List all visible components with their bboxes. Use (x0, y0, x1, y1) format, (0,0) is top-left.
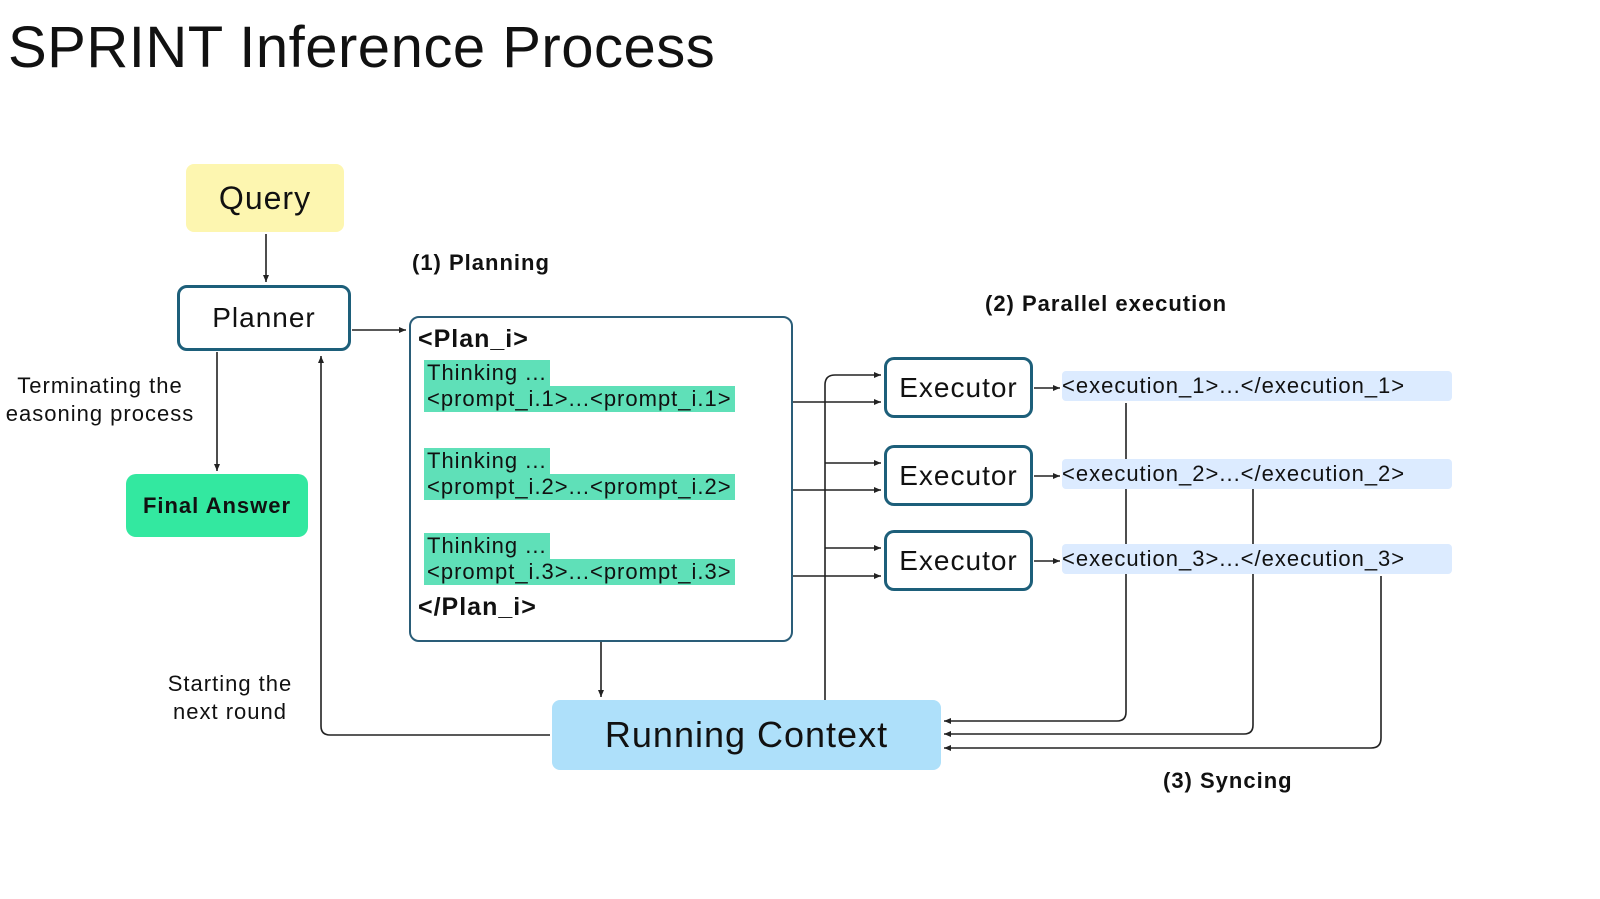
terminating-note: Terminating the easoning process (0, 372, 200, 428)
plan-close-tag: </Plan_i> (418, 593, 537, 621)
starting-note-line-2: next round (173, 699, 287, 724)
query-node: Query (186, 164, 344, 232)
arrow-sync-3 (944, 576, 1382, 751)
terminating-note-line-2: easoning process (5, 401, 195, 426)
running-context-node: Running Context (552, 700, 941, 770)
plan-item: Thinking ... <prompt_i.1>...<prompt_i.1> (424, 360, 735, 412)
final-answer-node: Final Answer (126, 474, 308, 537)
plan-open-tag: <Plan_i> (418, 325, 529, 353)
stage-label-parallel: (2) Parallel execution (985, 291, 1228, 316)
arrow-context-to-planner (318, 356, 550, 736)
plan-item-prompt: <prompt_i.1>...<prompt_i.1> (424, 386, 735, 412)
plan-item: Thinking ... <prompt_i.2>...<prompt_i.2> (424, 448, 735, 500)
arrow-sync-2 (944, 489, 1254, 737)
plan-item-thinking: Thinking ... (424, 360, 550, 386)
stage-label-planning: (1) Planning (412, 250, 550, 275)
slide-title: SPRINT Inference Process (8, 15, 716, 80)
plan-item-prompt: <prompt_i.2>...<prompt_i.2> (424, 474, 735, 500)
terminating-note-line-1: Terminating the (17, 373, 183, 398)
executor-node-2: Executor (884, 445, 1033, 506)
execution-output-3: <execution_3>...</execution_3> (1062, 544, 1452, 574)
stage-label-syncing: (3) Syncing (1163, 768, 1293, 793)
plan-item-thinking: Thinking ... (424, 533, 550, 559)
executor-node-1: Executor (884, 357, 1033, 418)
plan-item-prompt: <prompt_i.3>...<prompt_i.3> (424, 559, 735, 585)
arrow-sync-1 (944, 403, 1127, 724)
plan-item: Thinking ... <prompt_i.3>...<prompt_i.3> (424, 533, 735, 585)
plan-item-thinking: Thinking ... (424, 448, 550, 474)
executor-node-3: Executor (884, 530, 1033, 591)
execution-output-2: <execution_2>...</execution_2> (1062, 459, 1452, 489)
execution-output-1: <execution_1>...</execution_1> (1062, 371, 1452, 401)
starting-note-line-1: Starting the (167, 671, 293, 696)
planner-node: Planner (177, 285, 351, 351)
arrow-context-to-executors (824, 372, 881, 700)
starting-note: Starting the next round (150, 670, 310, 726)
